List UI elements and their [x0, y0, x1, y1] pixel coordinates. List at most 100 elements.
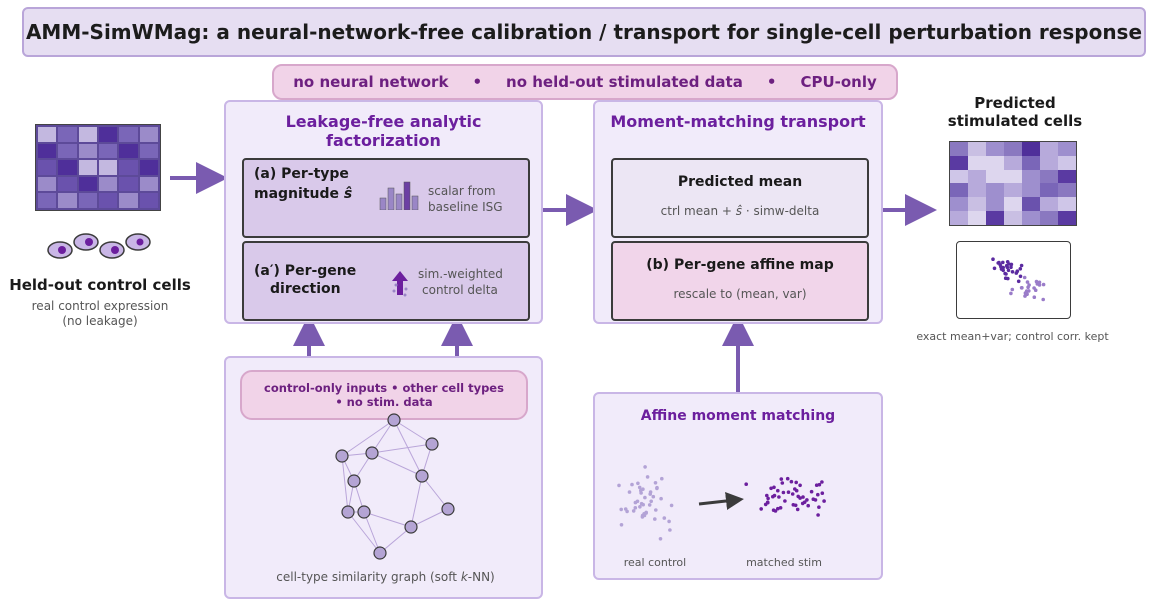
factorization-panel: Leakage-free analytic factorization (a) … [224, 100, 543, 324]
heatmap-cell [1058, 197, 1076, 212]
heatmap-cell [99, 160, 118, 175]
heatmap-cell [1058, 155, 1076, 170]
graph-caption: cell-type similarity graph (soft k-NN) [226, 570, 545, 584]
scatter-dot [1019, 263, 1024, 268]
heatmap-cell [1040, 142, 1058, 156]
scatter-dot [769, 486, 773, 491]
scatter-dot [643, 495, 647, 500]
scatter-dot [1020, 286, 1024, 290]
input-title: Held-out control cells [9, 276, 191, 294]
scatter-dot [801, 495, 805, 499]
heatmap-cell [968, 155, 986, 170]
scatter-dot [809, 489, 814, 494]
heatmap-cell [1058, 169, 1076, 184]
scatter-dot [636, 481, 640, 486]
heatmap-cell [1058, 211, 1076, 225]
heatmap-cell [968, 169, 986, 184]
heatmap-cell [58, 127, 77, 142]
heatmap-cell [1004, 211, 1022, 225]
scatter-dot [798, 496, 802, 500]
scatter-dot [669, 503, 674, 508]
heatmap-cell [139, 143, 158, 159]
scatter-dot [617, 483, 621, 488]
factorization-title: Leakage-free analytic factorization [285, 112, 482, 150]
scatter-dot [1003, 276, 1008, 280]
direction-label-line1: (a′) Per-gene [254, 263, 357, 279]
magnitude-label-line2: magnitude ŝ [254, 186, 352, 202]
heatmap-cell [139, 193, 158, 208]
scatter-dot [1001, 268, 1005, 273]
scatter-dot [627, 490, 632, 494]
transport-title: Moment-matching transport [610, 112, 866, 131]
scatter-dot [1010, 287, 1015, 292]
scatter-dot [668, 528, 672, 532]
heatmap-cell [78, 143, 97, 159]
heatmap-cell [78, 160, 97, 175]
heatmap-cell [968, 197, 986, 212]
constraint-no-stim-data: no held-out stimulated data [506, 73, 743, 91]
graph-panel: control-only inputs • other cell types •… [224, 356, 543, 599]
heatmap-cell [968, 142, 986, 156]
scatter-dot [653, 481, 658, 485]
cells-icon [47, 233, 151, 259]
heatmap-cell [1004, 169, 1022, 184]
heatmap-cell [986, 142, 1004, 156]
affine-map-note: rescale to (mean, var) [673, 287, 807, 301]
output-title-line2: stimulated cells [947, 112, 1083, 130]
affine-matching-panel: Affine moment matching real control matc… [593, 392, 883, 580]
scatter-dot [638, 505, 642, 509]
heatmap-cell [968, 211, 986, 225]
scatter-dot [1023, 291, 1028, 295]
scatter-dot [637, 485, 642, 490]
heatmap-cell [38, 176, 57, 192]
scatter-dot [781, 490, 786, 495]
scatter-dot [786, 490, 791, 494]
scatter-dot [783, 499, 787, 503]
constraint-cpu-only: CPU-only [800, 73, 877, 91]
scatter-dot [655, 486, 659, 491]
heatmap-cell [986, 197, 1004, 212]
direction-arrow-icon [392, 271, 408, 297]
scatter-dot [644, 511, 648, 515]
scatter-dot [667, 519, 671, 524]
predicted-mean-formula: ctrl mean + ŝ · simw-delta [613, 204, 867, 218]
magnitude-symbol: ŝ [343, 186, 353, 202]
direction-note-line1: sim.-weighted [418, 267, 503, 281]
scatter-dot [806, 503, 810, 508]
magnitude-label-line1: (a) Per-type [254, 166, 349, 182]
scatter-dot [1034, 279, 1039, 284]
graph-caption-k: k [460, 570, 468, 584]
scatter-dot [662, 516, 667, 520]
heatmap-cell [58, 176, 77, 192]
scatter-dot [1033, 288, 1038, 292]
scatter-dot [771, 508, 776, 512]
heatmap-cell [1058, 142, 1076, 156]
scatter-dot [1026, 285, 1030, 289]
graph-inputs-line2: • no stim. data [335, 395, 433, 409]
heatmap-cell [58, 160, 77, 175]
graph-caption-prefix: cell-type similarity graph (soft [276, 570, 461, 584]
affine-map-title: (b) Per-gene affine map [646, 257, 834, 273]
scatter-dot [1009, 262, 1014, 267]
scatter-dot [1009, 291, 1013, 296]
heatmap-cell [119, 160, 138, 175]
formula-symbol: ŝ [735, 204, 743, 218]
scatter-dot [1032, 295, 1037, 299]
direction-label-line2: direction [270, 281, 341, 297]
magnitude-label-prefix: magnitude [254, 186, 344, 202]
heatmap-cell [99, 193, 118, 208]
affine-scatter-plot [617, 465, 826, 541]
scatter-dot [817, 505, 821, 509]
heatmap-cell [38, 160, 57, 175]
scatter-dot [1037, 283, 1042, 287]
real-control-label: real control [623, 556, 687, 569]
scatter-dot [1005, 265, 1010, 270]
heatmap-cell [968, 183, 986, 198]
scatter-dot [630, 482, 634, 487]
heatmap-cell [119, 127, 138, 142]
scatter-dot [790, 492, 795, 496]
scatter-dot [1025, 280, 1030, 284]
heatmap-cell [1022, 142, 1040, 156]
scatter-dot [779, 477, 784, 481]
